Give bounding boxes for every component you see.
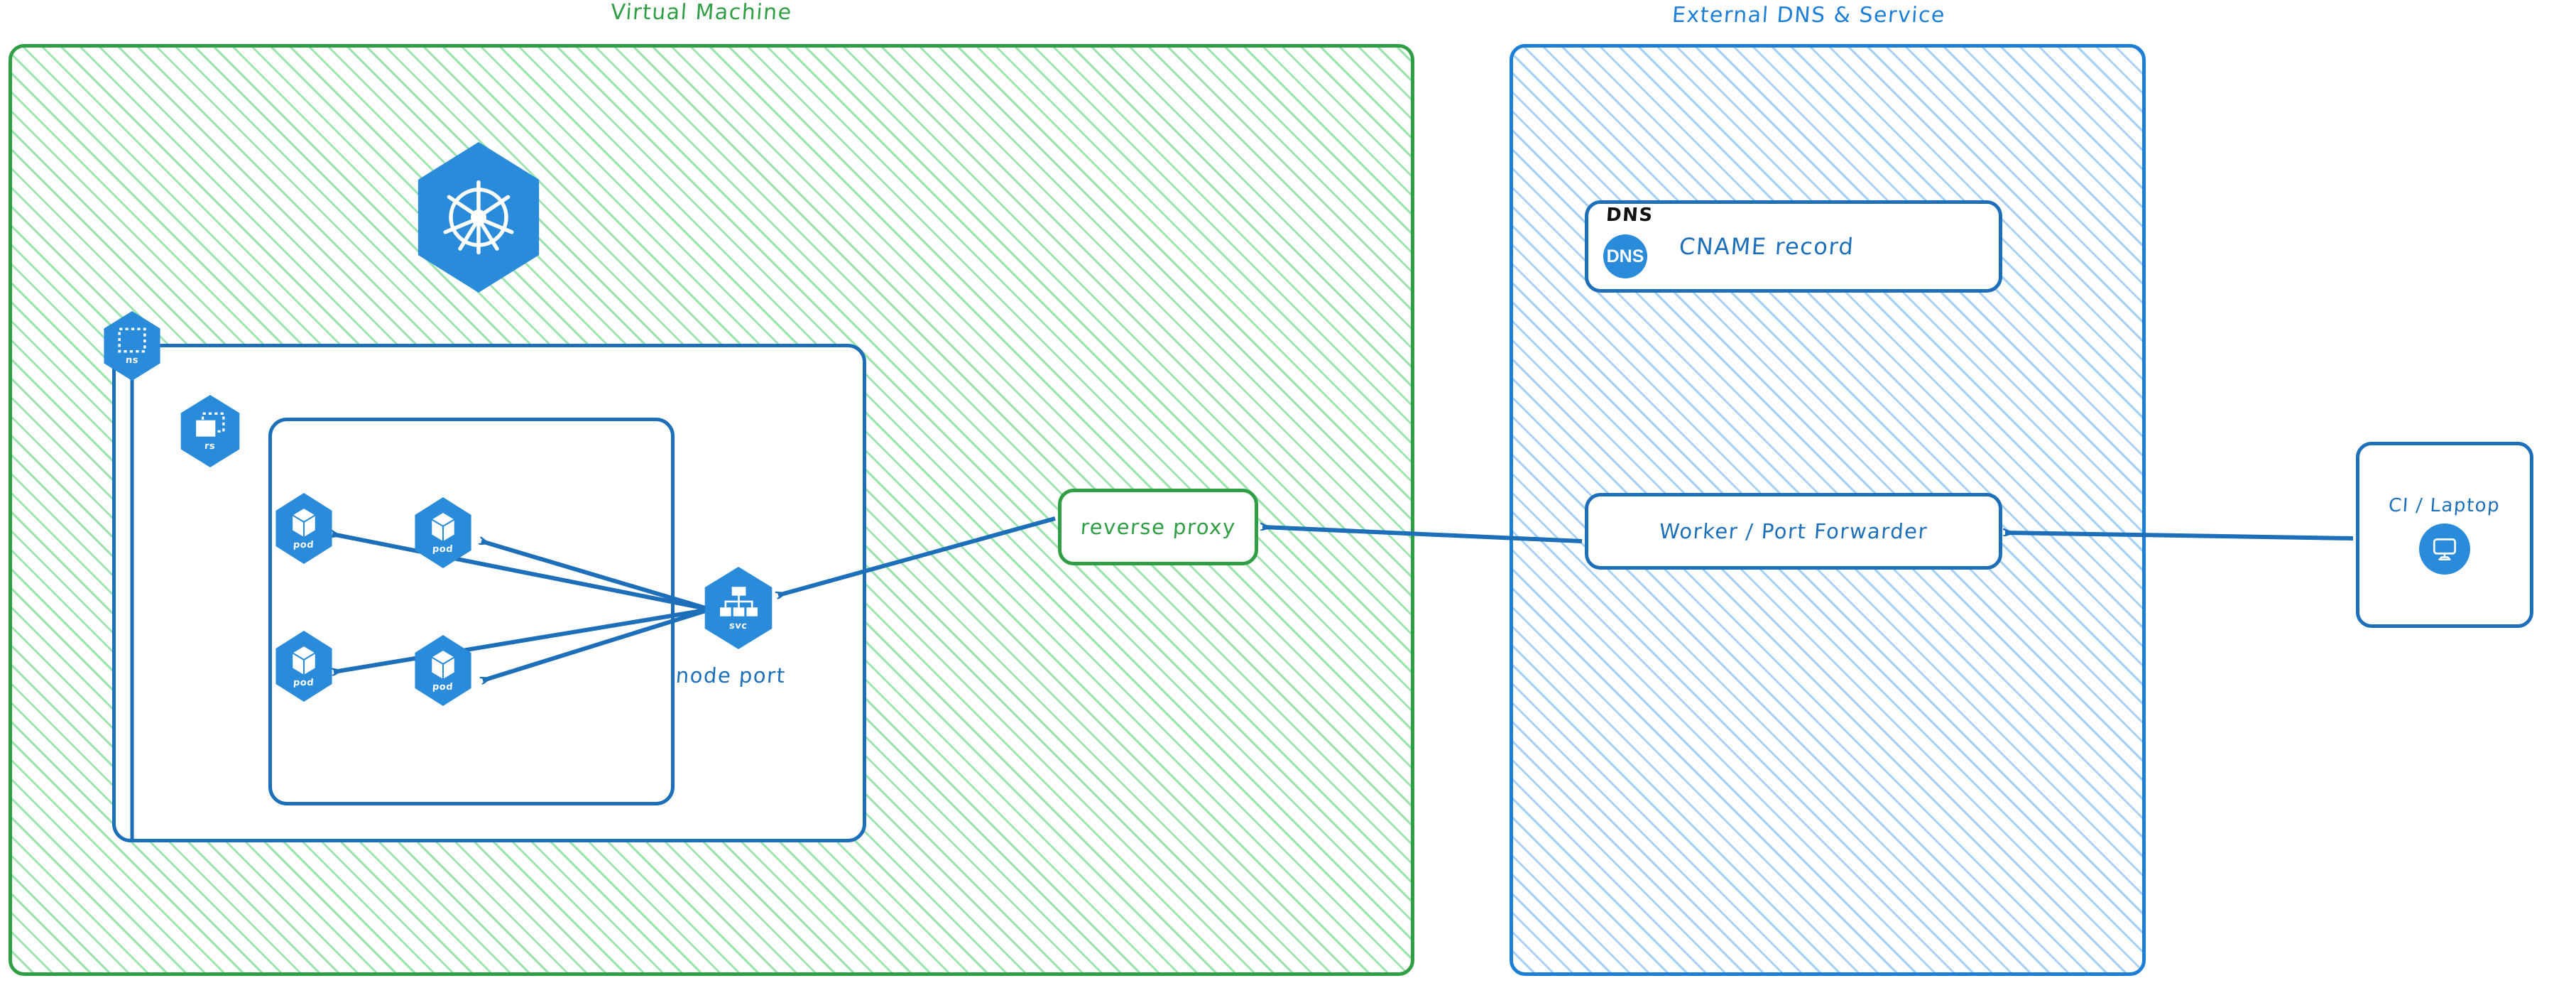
pod-badge: pod (415, 497, 471, 568)
pod-badge-label: pod (432, 681, 454, 693)
worker-port-forwarder-label: Worker / Port Forwarder (1658, 519, 1929, 543)
dns-tag-label: DNS (1605, 205, 1654, 226)
desktop-monitor-icon (2419, 523, 2470, 575)
reverse-proxy-node[interactable]: reverse proxy (1058, 489, 1258, 565)
pod-badge: pod (275, 493, 332, 564)
namespace-badge-label: ns (125, 354, 139, 366)
ci-laptop-node[interactable]: CI / Laptop (2356, 442, 2533, 628)
service-badge-label: svc (728, 620, 748, 631)
ci-laptop-label: CI / Laptop (2388, 495, 2501, 516)
pod-badge: pod (415, 635, 471, 706)
pod-badge-label: pod (432, 543, 454, 555)
pod-badge: pod (275, 631, 332, 702)
dns-cname-card[interactable]: CNAME record (1585, 200, 2002, 293)
group-title-virtual-machine: Virtual Machine (609, 0, 793, 25)
node-port-caption: node port (675, 663, 787, 688)
replicaset-badge: rs (180, 395, 240, 467)
group-title-external-dns-service: External DNS & Service (1671, 3, 1947, 28)
pod-badge-label: pod (293, 539, 315, 550)
cname-record-label: CNAME record (1678, 233, 1855, 260)
worker-port-forwarder-node[interactable]: Worker / Port Forwarder (1585, 493, 2002, 570)
replicaset-badge-label: rs (204, 440, 217, 452)
reverse-proxy-label: reverse proxy (1079, 515, 1237, 539)
dns-icon: DNS (1603, 234, 1647, 278)
pod-badge-label: pod (293, 677, 315, 688)
replicaset-box (268, 418, 675, 805)
